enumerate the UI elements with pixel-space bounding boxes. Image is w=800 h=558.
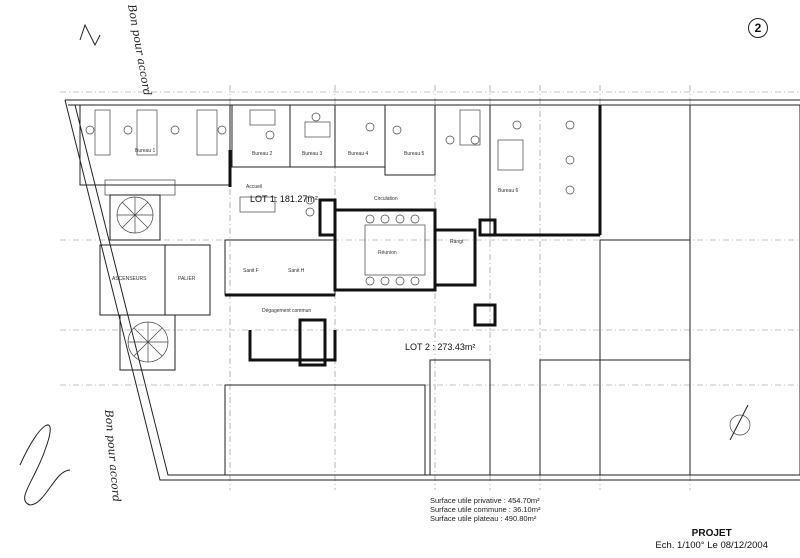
surface-summary: Surface utile privative : 454.70m² Surfa… xyxy=(430,496,540,523)
office-walls xyxy=(79,104,602,237)
room-ascenseurs: ASCENSEURS xyxy=(112,276,147,282)
surface-commune: Surface utile commune : 36.10m² xyxy=(430,505,541,514)
title: PROJET xyxy=(691,528,732,539)
room-bureau5: Bureau 5 xyxy=(404,151,425,157)
stair-1-icon xyxy=(116,196,154,234)
room-bureau6: Bureau 6 xyxy=(498,188,519,194)
scale-date: Ech. 1/100° Le 08/12/2004 xyxy=(655,540,768,551)
core-walls xyxy=(99,104,800,476)
room-bureau1: Bureau 1 xyxy=(135,148,156,154)
lot2-label: LOT 2 : 273.43m² xyxy=(405,342,475,352)
room-sanit-h: Sanit H xyxy=(288,268,305,274)
surface-privative: Surface utile privative : 454.70m² xyxy=(430,496,540,505)
furniture xyxy=(85,109,575,286)
room-reunion: Réunion xyxy=(378,250,397,256)
room-bureau3: Bureau 3 xyxy=(302,151,323,157)
north-arrow-icon xyxy=(729,404,751,441)
handwritten-approval-top: Bon pour accord xyxy=(125,2,154,96)
handwritten-approval-bottom: Bon pour accord xyxy=(102,408,123,502)
room-degagement: Dégagement commun xyxy=(262,308,311,314)
surface-plateau: Surface utile plateau : 490.80m² xyxy=(430,514,537,523)
sheet-number: 2 xyxy=(748,18,768,38)
room-circulation: Circulation xyxy=(374,196,398,202)
room-bureau4: Bureau 4 xyxy=(348,151,369,157)
room-sanit-f: Sanit F xyxy=(243,268,259,274)
stair-2-icon xyxy=(127,321,169,363)
chairs xyxy=(85,112,575,286)
room-accueil: Accueil xyxy=(246,184,262,190)
initials xyxy=(79,23,101,47)
title-block: PROJET Ech. 1/100° Le 08/12/2004 xyxy=(655,528,768,552)
signature xyxy=(19,424,71,506)
room-rangt: Rangt xyxy=(450,239,464,245)
lot1-label: LOT 1: 181.27m² xyxy=(250,194,318,204)
room-bureau2: Bureau 2 xyxy=(252,151,273,157)
room-palier: PALIER xyxy=(178,276,196,282)
